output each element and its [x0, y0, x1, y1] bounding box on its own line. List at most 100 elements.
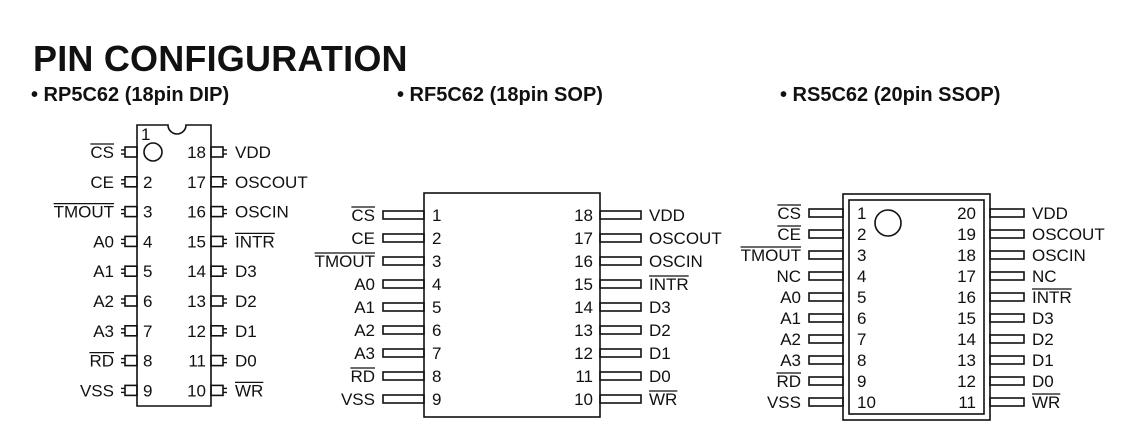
pin-lead: [210, 235, 224, 248]
pin-label: D1: [1032, 351, 1054, 370]
pin-lead: [808, 313, 844, 323]
pin-number: 7: [432, 344, 441, 363]
pin-label: VSS: [80, 381, 114, 400]
pin-number: 11: [958, 393, 976, 412]
pin-label: CS: [777, 204, 801, 223]
ssop-package-heading: • RS5C62 (20pin SSOP): [780, 84, 1001, 106]
pin-label: VDD: [1032, 204, 1068, 223]
pin-label: D1: [649, 344, 671, 363]
pin-label: D2: [1032, 330, 1054, 349]
pin-label: VDD: [235, 143, 271, 162]
pin-label: RD: [350, 367, 375, 386]
pin-lead: [382, 325, 425, 335]
pin-label: D3: [1032, 309, 1054, 328]
ssop-body-outer: [842, 193, 991, 421]
pin-lead: [808, 292, 844, 302]
pin-label: D3: [649, 298, 671, 317]
pin-label: A2: [354, 321, 375, 340]
pin-number: 8: [432, 367, 441, 386]
pin-number: 8: [143, 352, 152, 371]
pin-lead: [210, 265, 224, 278]
pin-number: 15: [957, 309, 976, 328]
pin-label: D0: [649, 367, 671, 386]
pin-lead: [989, 313, 1025, 323]
pin-number: 1: [141, 125, 150, 144]
pin-number: 5: [143, 262, 152, 281]
pin-number: 14: [187, 262, 206, 281]
pin-lead: [124, 176, 138, 188]
pin-label: A3: [354, 344, 375, 363]
pin-number: 8: [857, 351, 866, 370]
pin-lead: [210, 384, 224, 397]
pin-label: A2: [780, 330, 801, 349]
pin-number: 12: [957, 372, 976, 391]
pin-lead: [599, 210, 642, 220]
pin-number: 18: [957, 246, 976, 265]
pin-number: 7: [143, 322, 152, 341]
pin-label: INTR: [235, 232, 275, 251]
pin-lead: [989, 208, 1025, 218]
pin-number: 6: [857, 309, 866, 328]
pin-number: 9: [857, 372, 866, 391]
pin-label: A1: [93, 262, 114, 281]
pin-lead: [989, 397, 1025, 407]
pin-number: 3: [432, 252, 441, 271]
pin-lead: [382, 256, 425, 266]
pin-lead: [808, 208, 844, 218]
pin-number: 17: [957, 267, 976, 286]
pin-number: 4: [857, 267, 866, 286]
pin-number: 16: [957, 288, 976, 307]
pin-label: VSS: [767, 393, 801, 412]
pin-lead: [808, 229, 844, 239]
dip-body: [136, 124, 212, 407]
pin-label: WR: [649, 390, 677, 409]
pin-label: TMOUT: [741, 246, 801, 265]
pin-number: 13: [187, 292, 206, 311]
pin-lead: [124, 205, 138, 218]
pin-label: A0: [93, 232, 114, 251]
pin-label: D2: [649, 321, 671, 340]
page-title: PIN CONFIGURATION: [33, 38, 408, 79]
pin-label: NC: [1032, 267, 1057, 286]
pin-label: TMOUT: [54, 203, 114, 222]
pin-label: D1: [235, 322, 257, 341]
pin-label: A1: [354, 298, 375, 317]
pin-lead: [599, 256, 642, 266]
pin-lead: [210, 354, 224, 367]
pin-number: 16: [574, 252, 593, 271]
pin-label: A2: [93, 292, 114, 311]
pin-label: CE: [777, 225, 801, 244]
pin-label: NC: [776, 267, 801, 286]
pin-lead: [124, 324, 138, 337]
pin-label: D2: [235, 292, 257, 311]
pin-number: 2: [432, 229, 441, 248]
pin-lead: [210, 324, 224, 337]
pin-lead: [124, 295, 138, 307]
pin-lead: [382, 302, 425, 312]
pin-lead: [210, 146, 224, 158]
pin-lead: [808, 397, 844, 407]
pin-lead: [599, 371, 642, 381]
pin-lead: [599, 302, 642, 312]
pin-lead: [210, 205, 224, 218]
pin-label: TMOUT: [315, 252, 375, 271]
pin-number: 11: [575, 367, 593, 386]
pin-number: 9: [143, 381, 152, 400]
pin-lead: [808, 250, 844, 260]
pin-label: CE: [90, 173, 114, 192]
pin-number: 17: [574, 229, 593, 248]
pin-label: CS: [351, 206, 375, 225]
pin-lead: [989, 229, 1025, 239]
pin-lead: [382, 210, 425, 220]
pin-number: 15: [574, 275, 593, 294]
pin-lead: [808, 376, 844, 386]
pin-lead: [989, 334, 1025, 344]
pin-number: 10: [857, 393, 876, 412]
pin-number: 14: [574, 298, 593, 317]
pin-label: D3: [235, 262, 257, 281]
pin-lead: [989, 250, 1025, 260]
pin-lead: [989, 355, 1025, 365]
pin-lead: [808, 271, 844, 281]
pin-number: 14: [957, 330, 976, 349]
